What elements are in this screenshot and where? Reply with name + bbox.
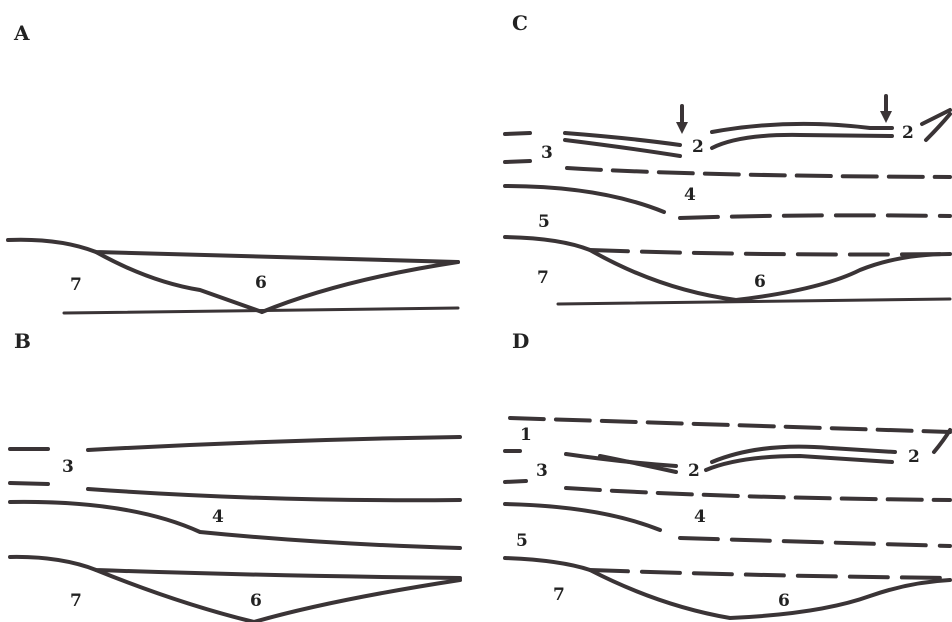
panel-c-channel [590,250,950,300]
panel-d-label-7: 7 [553,585,565,605]
panel-c-layer5-base [590,250,950,255]
panel-c-layer3-base-left [505,161,530,162]
panel-c-layer3-top-left [505,133,530,134]
panel-c-layer5-top [680,215,950,218]
panel-b-layer3-base-left [10,483,48,484]
panel-b: B 3 4 7 6 [10,329,460,622]
down-arrow-icon [676,122,688,134]
panel-d-layer3-base-left [505,481,526,482]
panel-d-label-5: 5 [516,531,528,551]
panel-c-label-5: 5 [538,212,550,232]
panel-d-channel [590,570,950,618]
panel-d-layer7-top [505,558,590,570]
panel-d-layer3-base [566,488,950,500]
panel-c-label-2b: 2 [902,123,914,143]
panel-d-layer2-base [706,456,892,470]
panel-c-label-6: 6 [754,272,766,292]
panel-d-label-2b: 2 [908,447,920,467]
panel-a-letter: A [13,21,30,45]
panel-c-label-2a: 2 [692,137,704,157]
panel-c: C 3 2 2 4 5 7 6 [505,11,950,304]
panel-a-channel-left-wall [96,252,262,312]
panel-b-label-6: 6 [250,591,262,611]
panel-c-arrow-left [676,106,688,134]
panel-b-label-7: 7 [70,591,82,611]
panel-a-channel-right-wall [262,262,458,312]
panel-c-layer4-base [505,186,664,212]
down-arrow-icon [880,111,892,123]
panel-c-label-4: 4 [684,185,696,205]
panel-d-label-1: 1 [520,425,532,445]
panel-b-layer3-top [88,437,460,450]
panel-d-label-2a: 2 [688,461,700,481]
panel-d-letter: D [512,329,529,353]
panel-b-layer7-top [10,557,460,578]
panel-c-base-line [558,299,950,304]
panel-d-layer5-top [680,538,950,546]
panel-c-label-3: 3 [541,143,553,163]
panel-b-label-4: 4 [212,507,224,527]
panel-b-label-3: 3 [62,457,74,477]
panel-a-label-7: 7 [70,275,82,295]
panel-a-label-6: 6 [255,273,267,293]
panel-a: A 7 6 [8,21,458,313]
panel-c-label-7: 7 [537,268,549,288]
panel-c-letter: C [512,11,528,35]
panel-c-layer2-top [712,124,892,132]
panel-b-layer4-base [10,502,460,548]
panel-d-label-4: 4 [694,507,706,527]
panel-c-arrow-right [880,96,892,123]
panel-d-layer4-base [505,504,660,530]
panel-d-label-3: 3 [536,461,548,481]
panel-b-layer3-base [88,489,460,500]
panel-c-layer7-top [505,237,590,250]
panel-d: D 1 3 2 2 4 5 7 6 [505,329,950,618]
panel-d-layer5-base [590,570,950,578]
panel-c-layer2-base [712,135,892,148]
panel-c-layer3-base [567,168,950,177]
panel-d-layer1-top [510,418,950,432]
panel-b-letter: B [14,329,31,353]
panel-d-label-6: 6 [778,591,790,611]
panel-a-layer7-top [8,240,458,262]
